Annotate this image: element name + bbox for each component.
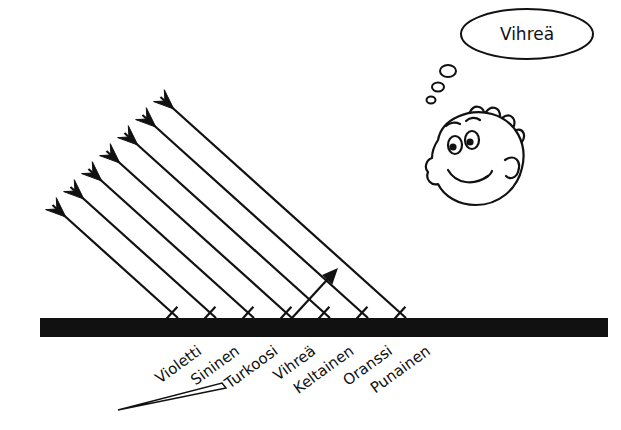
thought-bubble: Vihreä <box>460 8 594 60</box>
ray-arrowhead <box>136 108 156 127</box>
incident-ray <box>160 97 406 318</box>
reflected-arrowhead <box>322 268 338 285</box>
face-drawing <box>426 107 524 205</box>
ray-arrowhead <box>64 180 84 199</box>
absorption-tick <box>357 307 368 319</box>
ray-arrowhead <box>118 126 138 145</box>
smile-corner <box>485 171 492 178</box>
thought-dots <box>427 65 457 104</box>
eye <box>465 131 479 149</box>
incident-ray <box>124 133 330 318</box>
eyebrows <box>446 118 480 126</box>
absorption-tick <box>395 307 406 319</box>
pupil <box>451 145 456 150</box>
bubble-ellipse <box>461 9 593 59</box>
ray-arrowhead <box>154 90 174 109</box>
incident-ray <box>142 115 368 318</box>
thought-dot <box>432 83 444 92</box>
absorption-tick <box>281 307 292 319</box>
reflected-ray <box>292 275 331 318</box>
absorption-tick <box>319 307 330 319</box>
ray-arrowhead <box>82 162 102 181</box>
absorption-tick <box>205 307 216 319</box>
incident-ray <box>88 169 254 318</box>
ray-arrowhead <box>46 198 66 217</box>
pointer-wedge <box>118 383 226 410</box>
thought-dot <box>440 65 456 77</box>
pupil <box>468 140 473 145</box>
head-outline <box>426 112 524 205</box>
ear <box>505 158 519 178</box>
smile <box>448 170 488 182</box>
ray-arrowhead <box>100 144 120 163</box>
absorption-tick <box>243 307 254 319</box>
eye <box>448 136 462 154</box>
incident-ray <box>70 187 216 318</box>
thought-text: Vihreä <box>500 24 554 44</box>
thought-dot <box>427 97 436 104</box>
incident-ray <box>106 151 292 318</box>
incident-ray <box>52 205 178 318</box>
reflecting-surface <box>40 318 608 337</box>
absorption-tick <box>167 307 178 319</box>
light-rays <box>46 90 406 319</box>
